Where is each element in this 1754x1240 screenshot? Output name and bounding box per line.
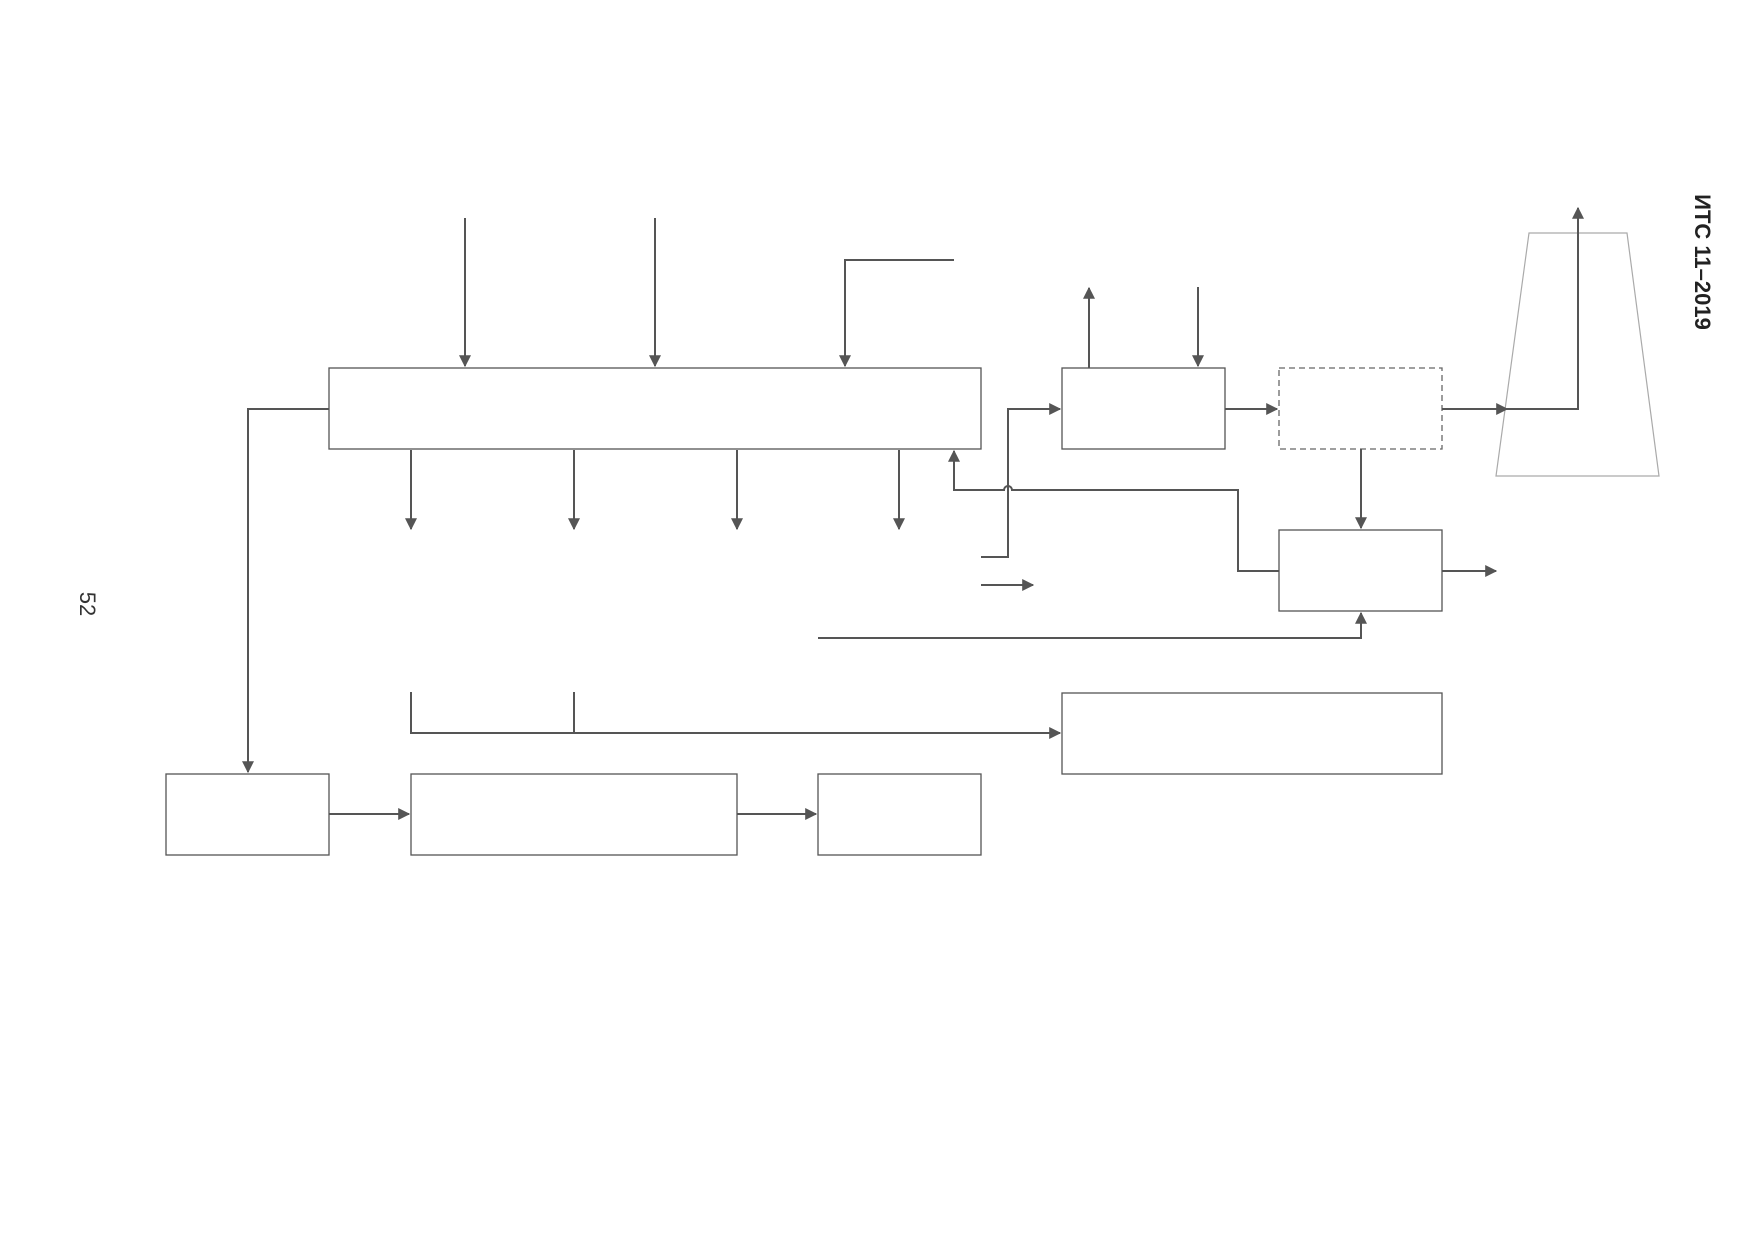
optional-to-stack [1442,206,1584,410]
unit-box-optional [1278,367,1443,450]
bottom-box-middle [410,773,738,856]
unit-box-wide [1061,692,1443,775]
feed-to-unit-b [818,611,1367,639]
unit-box-a [1061,367,1226,450]
stack-outline [1495,232,1660,477]
unit-box-b [1278,529,1443,612]
bottom-box-right [817,773,982,856]
bottom-box-left [165,773,330,856]
main-to-bottom-left [242,408,329,774]
main-process-box [328,367,982,450]
recycle-to-main [948,449,1279,572]
feed-to-unit-a [981,403,1062,558]
collector-to-wide-box [410,692,1062,739]
input-arrow-3 [839,259,954,368]
